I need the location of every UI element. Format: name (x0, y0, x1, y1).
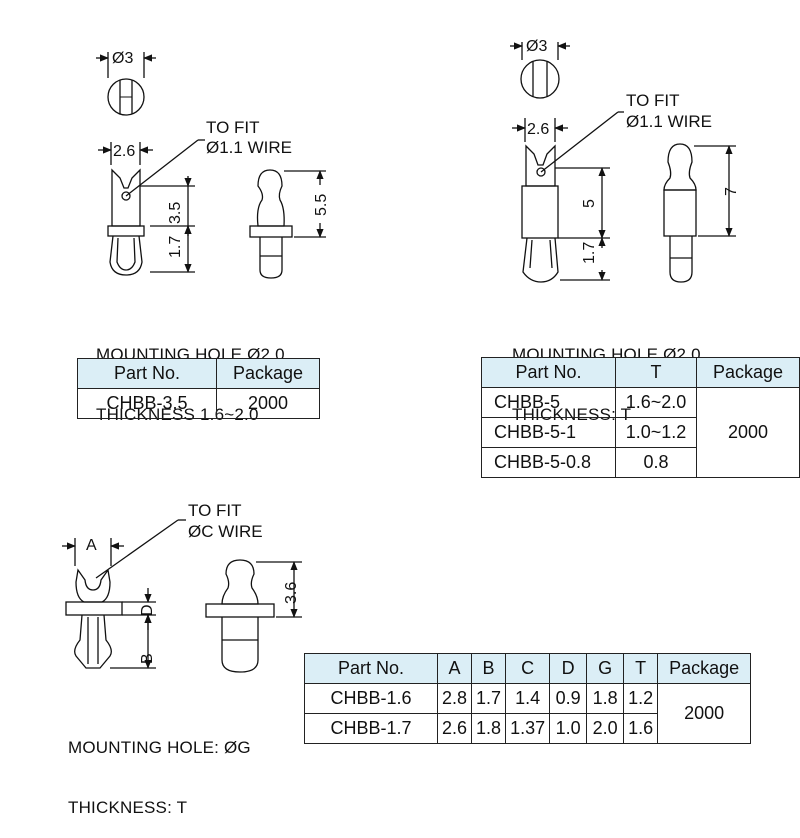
part3-dim-d: D (139, 604, 156, 616)
part3-side-view (221, 559, 259, 605)
part1-dim-diameter: Ø3 (112, 50, 133, 67)
table-header-cell: T (615, 357, 697, 388)
part2-dim-side: 7 (723, 187, 740, 196)
table-row: CHBB-5 1.6~2.0 2000 (481, 387, 800, 478)
table-row: CHBB-1.6 2.8 1.7 1.4 0.9 1.8 1.2 2000 (304, 683, 752, 744)
table-cell: CHBB-1.6 (304, 683, 438, 714)
table-row: CHBB-1.7 2.6 1.8 1.37 1.0 2.0 1.6 (304, 713, 751, 744)
table-header-row: Part No. A B C D G T Package (304, 653, 752, 684)
part2-table: Part No. T Package CHBB-5 1.6~2.0 2000 C… (481, 357, 800, 478)
table-cell: CHBB-5-0.8 (481, 447, 616, 478)
table-header-cell: T (623, 653, 659, 684)
part2-dim-diameter: Ø3 (526, 38, 547, 55)
table-row: CHBB-3.5 2000 (77, 388, 320, 419)
part1-drawing (96, 52, 326, 279)
table-cell: 0.9 (549, 683, 588, 714)
part3-fit-line2: ØC WIRE (188, 522, 263, 541)
table-header-cell: A (436, 653, 473, 684)
table-cell-package: 2000 (657, 683, 752, 744)
part1-fit-line2: Ø1.1 WIRE (206, 138, 292, 157)
table-cell: 1.8 (586, 683, 625, 714)
table-header-cell: D (549, 653, 588, 684)
part1-front-view (111, 168, 141, 227)
part2-dim-h2: 1.7 (581, 242, 598, 264)
table-cell: 1.0 (549, 713, 588, 744)
part3-dim-a: A (86, 537, 97, 554)
table-cell: 1.4 (505, 683, 551, 714)
part1-dim-h1: 3.5 (167, 202, 184, 224)
table-cell: 2.0 (586, 713, 625, 744)
table-cell: 2.6 (436, 713, 473, 744)
part2-drawing (510, 42, 736, 283)
part2-dim-width: 2.6 (527, 121, 549, 138)
part3-front-view (75, 568, 111, 603)
table-cell: 1.6 (623, 713, 659, 744)
table-cell: 1.37 (505, 713, 551, 744)
table-cell: 0.8 (615, 447, 697, 478)
part3-mount-line2: THICKNESS: T (68, 798, 188, 817)
part3-dim-b: B (139, 653, 156, 664)
table-cell: 1.0~1.2 (615, 417, 697, 448)
part2-side-view (663, 143, 697, 191)
part2-top-view (520, 59, 560, 99)
table-header-cell: G (586, 653, 625, 684)
table-cell: 1.6~2.0 (615, 387, 697, 418)
table-cell: CHBB-3.5 (77, 388, 217, 419)
part3-mount-line1: MOUNTING HOLE: ØG (68, 738, 251, 757)
part1-dim-width: 2.6 (113, 143, 135, 160)
table-header-cell: Part No. (304, 653, 438, 684)
table-header-row: Part No. T Package (481, 357, 800, 388)
part1-dim-h2: 1.7 (167, 236, 184, 258)
part2-fit-line1: TO FIT (626, 91, 680, 110)
table-header-cell: Part No. (481, 357, 616, 388)
part1-fit-line1: TO FIT (206, 118, 260, 137)
table-cell: 1.7 (471, 683, 507, 714)
drawing-canvas: Ø3 2.6 3.5 1.7 5.5 TO FIT Ø1.1 WIRE Ø3 2… (62, 38, 740, 673)
table-cell: CHBB-5-1 (481, 417, 616, 448)
part1-top-view (107, 78, 145, 116)
table-row: CHBB-5-0.8 0.8 (481, 447, 800, 478)
part2-dim-h1: 5 (581, 199, 598, 208)
table-header-cell: Package (657, 653, 752, 684)
table-header-cell: Package (216, 358, 320, 389)
table-cell: 2000 (216, 388, 320, 419)
part1-table: Part No. Package CHBB-3.5 2000 (77, 358, 320, 419)
part2-fit-line2: Ø1.1 WIRE (626, 112, 712, 131)
part3-drawing (62, 519, 302, 673)
table-cell-package: 2000 (696, 387, 800, 478)
table-header-cell: B (471, 653, 507, 684)
part3-table: Part No. A B C D G T Package CHBB-1.6 2.… (304, 653, 752, 744)
part1-side-view (256, 169, 285, 227)
part3-fit-line1: TO FIT (188, 501, 242, 520)
part1-dim-side: 5.5 (313, 194, 330, 216)
part3-mount-note: MOUNTING HOLE: ØG THICKNESS: T (68, 698, 251, 838)
table-header-cell: C (505, 653, 551, 684)
part3-dim-side: 3.6 (283, 582, 300, 604)
table-cell: 1.2 (623, 683, 659, 714)
table-cell: 2.8 (436, 683, 473, 714)
table-cell: CHBB-1.7 (304, 713, 438, 744)
table-header-row: Part No. Package (77, 358, 320, 389)
table-header-cell: Package (696, 357, 800, 388)
table-cell: CHBB-5 (481, 387, 616, 418)
table-header-cell: Part No. (77, 358, 217, 389)
part2-front-view (525, 144, 556, 187)
table-cell: 1.8 (471, 713, 507, 744)
